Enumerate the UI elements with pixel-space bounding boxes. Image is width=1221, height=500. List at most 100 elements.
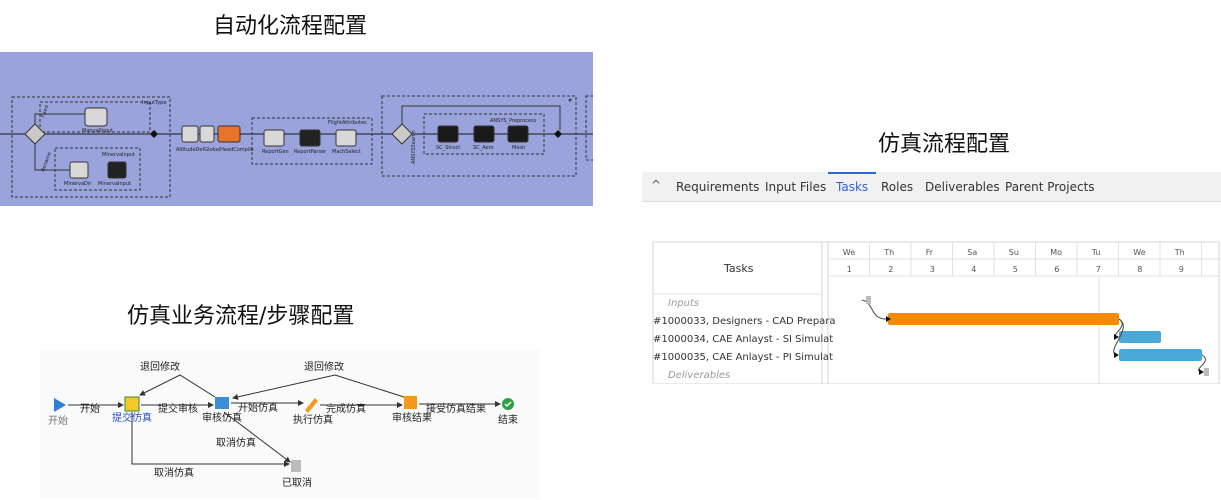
- report-parser-node-icon[interactable]: [299, 129, 321, 147]
- complete-sim-edge-label: 完成仿真: [326, 402, 366, 415]
- cancel-sim-2-label: 取消仿真: [154, 466, 194, 479]
- accept-result-edge-label: 接受仿真结果: [426, 402, 486, 415]
- day-header: We: [1133, 248, 1145, 257]
- return-modify-2-label: 退回修改: [304, 360, 344, 373]
- day-header: Th: [1174, 248, 1185, 257]
- heading-simulation-flow: 仿真流程配置: [878, 132, 1011, 157]
- sc-aero-node-icon[interactable]: [473, 125, 495, 143]
- start-sim-edge-label: 开始仿真: [238, 401, 278, 414]
- category-row-label: Deliverables: [668, 370, 730, 381]
- play-icon[interactable]: [54, 398, 66, 412]
- day-header: We: [843, 248, 855, 257]
- date-header: 3: [930, 265, 935, 274]
- sc-struct-label: SC_Struct: [436, 145, 460, 151]
- chevron-up-icon[interactable]: ^: [651, 178, 662, 192]
- mesh-node-icon[interactable]: [507, 125, 529, 143]
- minerva-input-label: MinervaInput: [98, 181, 131, 187]
- rename-label: Rename: [40, 151, 53, 172]
- tab-input-files[interactable]: Input Files: [765, 180, 827, 194]
- loop-marker: #: [568, 98, 572, 104]
- day-header: Sa: [967, 248, 977, 257]
- ansys-preprocess-label: ANSYS_Preprocess: [490, 118, 537, 124]
- tab-requirements[interactable]: Requirements: [676, 180, 760, 194]
- business-flow-diagram: 开始 提交仿真 审核仿真 执行仿真 审核结果 结束 已取消 开始 提交审核 退回…: [40, 350, 540, 498]
- task-bar-cad[interactable]: [888, 313, 1119, 325]
- tab-roles[interactable]: Roles: [881, 180, 914, 194]
- cancelled-label: 已取消: [282, 476, 312, 489]
- review-result-label: 审核结果: [392, 411, 432, 424]
- submit-sim-icon[interactable]: [124, 396, 140, 412]
- day-header: Mo: [1050, 248, 1062, 257]
- start-edge-label: 开始: [80, 402, 100, 415]
- ansys-search-label: ANSYSSearch: [411, 130, 417, 164]
- active-tab-indicator: [828, 172, 876, 174]
- sc-aero-label: SC_Aero: [473, 145, 494, 151]
- trash-icon[interactable]: [291, 460, 301, 472]
- flight-attributes-label: FlightAttributes: [328, 120, 367, 126]
- branch-diamond-icon[interactable]: [24, 123, 46, 145]
- day-header: Tu: [1091, 248, 1101, 257]
- task-row-label[interactable]: #1000034, CAE Anlayst - SI Simulat: [653, 334, 833, 345]
- mach-select-label: MachSelect: [332, 149, 361, 155]
- day-header: Su: [1009, 248, 1019, 257]
- project-tasks-panel: ^ Requirements Input Files Tasks Roles D…: [642, 172, 1221, 384]
- tasks-column-header: Tasks: [723, 262, 754, 275]
- gantt-chart: Tasks We 1 Th 2 Fr 3 Sa 4 Su 5 Mo 6 Tu 7 We 8 Th 9 Inputs…: [652, 241, 1220, 384]
- dependency-link: [861, 299, 887, 320]
- minerva-dir-label: MinervaDir: [64, 181, 92, 187]
- sc-struct-node-icon[interactable]: [437, 125, 459, 143]
- fixed-label: Fixed: [40, 104, 50, 118]
- pencil-icon[interactable]: [305, 398, 318, 413]
- date-header: 5: [1013, 265, 1018, 274]
- day-header: Fr: [926, 248, 934, 257]
- inputs-milestone-icon: [866, 296, 871, 304]
- heading-business-flow: 仿真业务流程/步骤配置: [127, 304, 355, 329]
- task-row-label[interactable]: #1000035, CAE Anlayst - PI Simulat: [653, 352, 833, 363]
- day-header: Th: [883, 248, 894, 257]
- review-sim-label: 审核仿真: [202, 411, 242, 424]
- deliverables-milestone-icon: [1204, 368, 1209, 376]
- date-header: 8: [1137, 265, 1142, 274]
- flight-attributes-group: [251, 117, 373, 165]
- tab-tasks[interactable]: Tasks: [836, 180, 869, 194]
- project-tabbar: ^ Requirements Input Files Tasks Roles D…: [642, 172, 1221, 202]
- minerva-input-node-icon[interactable]: [107, 161, 127, 179]
- mesh-label: Mesh: [512, 145, 525, 151]
- date-header: 4: [971, 265, 976, 274]
- heading-automation-flow: 自动化流程配置: [213, 14, 368, 39]
- compile-node-icon[interactable]: [217, 125, 241, 143]
- automation-workflow-canvas: InputType Fixed Rename ManualInput Miner…: [0, 52, 593, 206]
- date-header: 2: [888, 265, 893, 274]
- submit-review-edge-label: 提交审核: [158, 402, 198, 415]
- task-row-label[interactable]: #1000033, Designers - CAD Prepara: [653, 316, 836, 327]
- date-header: 6: [1054, 265, 1059, 274]
- ansys-branch-diamond-icon[interactable]: [391, 123, 413, 145]
- task-bar-pi-simulation[interactable]: [1119, 349, 1202, 361]
- report-gen-node-icon[interactable]: [263, 129, 285, 147]
- tab-parent-projects[interactable]: Parent Projects: [1005, 180, 1095, 194]
- date-header: 7: [1096, 265, 1101, 274]
- report-parser-label: ReportParser: [294, 149, 327, 155]
- manual-input-node-icon[interactable]: [84, 107, 108, 127]
- task-bar-si-simulation[interactable]: [1119, 331, 1161, 343]
- manual-input-label: ManualInput: [82, 128, 113, 134]
- minerva-dir-node-icon[interactable]: [69, 161, 89, 179]
- altitude-node-icon[interactable]: [181, 125, 199, 143]
- box-icon[interactable]: [404, 396, 417, 409]
- report-gen-label: ReportGen: [262, 149, 289, 155]
- tab-deliverables[interactable]: Deliverables: [925, 180, 1000, 194]
- review-sim-icon[interactable]: [215, 397, 229, 409]
- ansys-group: [381, 95, 577, 177]
- category-row-label: Inputs: [668, 298, 699, 309]
- input-type-group: [11, 96, 171, 198]
- start-node-label: 开始: [48, 414, 68, 427]
- date-header: 9: [1179, 265, 1184, 274]
- return-modify-1-label: 退回修改: [140, 360, 180, 373]
- execute-sim-label: 执行仿真: [293, 413, 333, 426]
- input-type-label: InputType: [142, 100, 166, 106]
- altitude-node-label: AltitudeDefGlobalHeadCompile: [176, 147, 254, 153]
- date-header: 1: [847, 265, 852, 274]
- cancel-sim-1-label: 取消仿真: [216, 436, 256, 449]
- end-node-label: 结束: [498, 413, 518, 426]
- mach-select-node-icon[interactable]: [335, 129, 357, 147]
